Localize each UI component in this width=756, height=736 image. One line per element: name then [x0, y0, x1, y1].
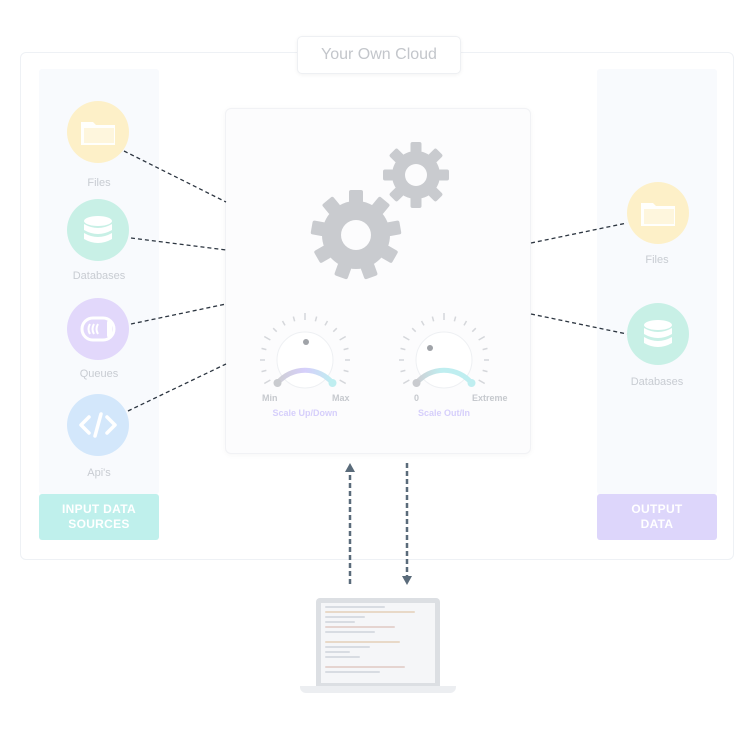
knob-1-title: Scale Up/Down	[272, 408, 338, 418]
output-databases-label: Databases	[630, 376, 684, 388]
output-footer-line-1: OUTPUT	[631, 502, 683, 516]
knob-2-min-label: 0	[414, 393, 420, 403]
processing-engine-box	[225, 108, 531, 454]
database-icon	[84, 216, 112, 243]
connector-files-out	[530, 222, 628, 244]
knob-1-max-label: Max	[332, 393, 350, 403]
scale-up-down-knob[interactable]	[250, 305, 360, 395]
cloud-title: Your Own Cloud	[297, 36, 461, 74]
connector-files-in	[123, 150, 227, 203]
output-files-node	[627, 182, 689, 244]
folder-icon	[81, 122, 115, 145]
input-footer-line-1: INPUT DATA	[62, 502, 136, 516]
queue-icon	[80, 316, 116, 342]
knob-2-title: Scale Out/In	[417, 408, 470, 418]
output-databases-node	[627, 303, 689, 365]
connector-databases-in	[130, 237, 227, 251]
output-data-panel	[597, 69, 717, 494]
input-databases-label: Databases	[72, 270, 126, 282]
input-footer-line-2: SOURCES	[68, 517, 130, 531]
code-icon	[79, 412, 117, 438]
folder-icon	[641, 203, 675, 226]
gears-icon	[310, 142, 449, 280]
laptop-base	[300, 686, 456, 693]
scale-out-in-knob[interactable]	[389, 305, 499, 395]
connector-queues-in	[130, 303, 227, 325]
output-files-label: Files	[645, 254, 669, 266]
input-databases-node	[67, 199, 129, 261]
input-files-node	[67, 101, 129, 163]
knob-1-min-label: Min	[262, 393, 278, 403]
input-queues-node	[67, 298, 129, 360]
input-sources-footer: INPUT DATA SOURCES	[39, 494, 159, 540]
database-icon	[644, 320, 672, 347]
laptop-screen-code	[321, 603, 435, 683]
arrow-up-head	[345, 463, 355, 472]
output-data-footer: OUTPUT DATA	[597, 494, 717, 540]
input-files-label: Files	[87, 177, 111, 189]
arrow-down-head	[402, 576, 412, 585]
connector-apis-in	[127, 363, 227, 412]
input-apis-node	[67, 394, 129, 456]
output-footer-line-2: DATA	[640, 517, 674, 531]
knob-2-max-label: Extreme	[472, 393, 508, 403]
input-queues-label: Queues	[79, 368, 119, 380]
connector-databases-out	[530, 313, 628, 335]
input-apis-label: Api's	[87, 467, 111, 479]
